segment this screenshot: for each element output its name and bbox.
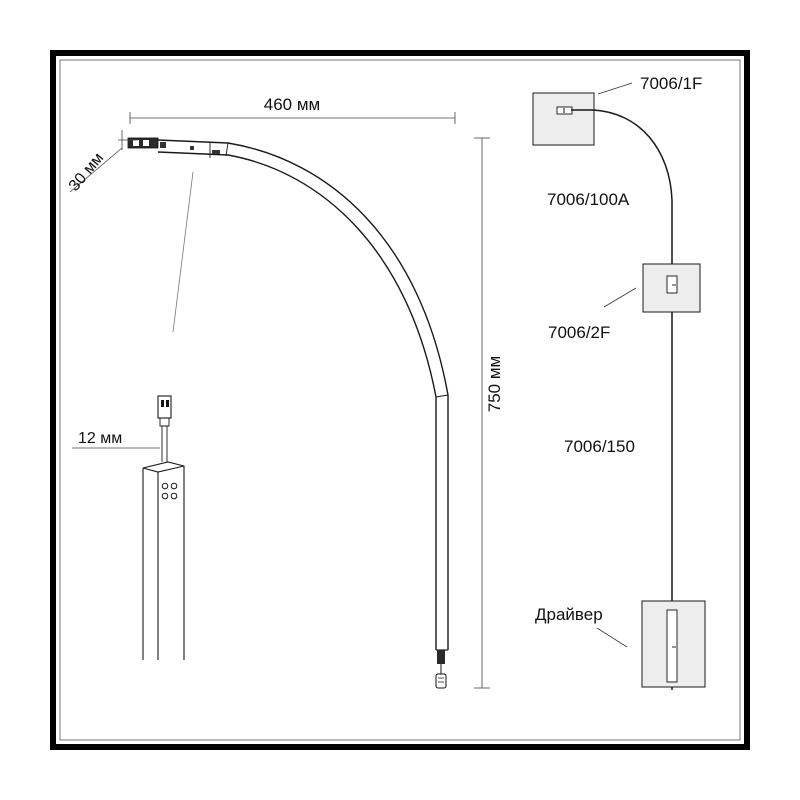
profile-detail xyxy=(142,395,185,660)
driver-label: Драйвер xyxy=(535,605,603,624)
straight-profile-label: 7006/150 xyxy=(564,437,635,456)
detail-wires xyxy=(161,426,168,462)
depth-dimension xyxy=(69,130,138,193)
detail-profile-body xyxy=(142,461,185,660)
detail-leader-line xyxy=(172,171,194,333)
arc-profile-drawing xyxy=(127,137,449,689)
wall-mount-leader xyxy=(603,287,637,308)
arc-profile-inner xyxy=(157,151,437,650)
depth-dimension-label: 30 мм xyxy=(66,150,107,195)
detail-plug xyxy=(157,395,172,419)
width-dimension-label: 460 мм xyxy=(264,95,320,114)
arc-cable xyxy=(571,109,673,690)
height-dimension xyxy=(474,137,490,689)
ceiling-mount-label: 7006/1F xyxy=(640,74,702,93)
arc-profile-label: 7006/100A xyxy=(547,190,630,209)
outer-frame xyxy=(50,50,750,750)
height-dimension-label: 750 мм xyxy=(485,356,504,412)
arc-profile-outer xyxy=(157,139,449,650)
width-dimension xyxy=(129,112,456,124)
driver-leader xyxy=(596,627,628,648)
ceiling-mount-leader xyxy=(597,82,633,95)
inner-frame xyxy=(59,59,741,741)
bottom-connector xyxy=(437,650,445,664)
wire-dimension-label: 12 мм xyxy=(78,430,122,447)
ceiling-mount-box xyxy=(532,92,595,146)
driver-unit xyxy=(666,609,678,683)
wall-mount-label: 7006/2F xyxy=(548,323,610,342)
